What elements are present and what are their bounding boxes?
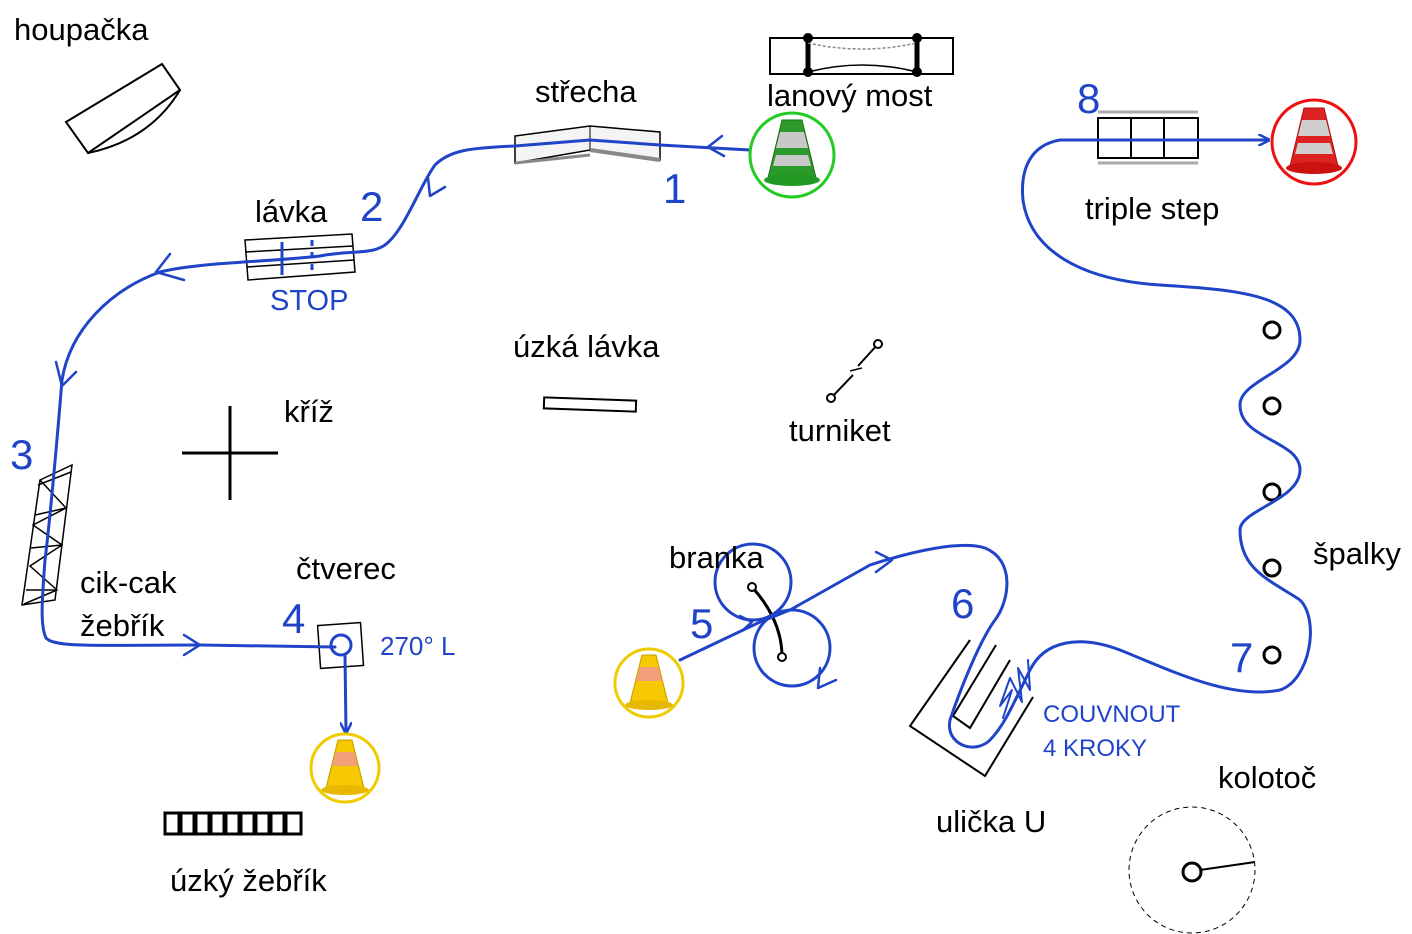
station-number: 8 xyxy=(1077,75,1101,122)
carousel-obstacle xyxy=(1128,806,1256,934)
roof-obstacle xyxy=(514,125,661,165)
turnstile-obstacle xyxy=(826,339,883,403)
ladder-label: žebřík xyxy=(80,608,165,643)
stop-label: STOP xyxy=(270,285,349,317)
roof-label: střecha xyxy=(535,74,637,109)
blocks-obstacle xyxy=(1262,320,1282,665)
narrow-ladder-label: úzký žebřík xyxy=(170,863,327,898)
traffic-cone-yellow-icon xyxy=(309,732,381,804)
gate-obstacle xyxy=(747,582,787,662)
rope-bridge-label: lanový most xyxy=(767,78,933,113)
u-alley-label: ulička U xyxy=(936,804,1047,839)
station-number: 1 xyxy=(663,165,687,212)
station-number: 7 xyxy=(1230,634,1254,681)
narrow-ladder-obstacle xyxy=(163,811,303,836)
seesaw-label: houpačka xyxy=(14,12,149,47)
narrow-plank-label: úzká lávka xyxy=(513,329,660,364)
seesaw-obstacle xyxy=(64,62,182,155)
station-number: 4 xyxy=(282,595,306,642)
station-number: 3 xyxy=(10,431,34,478)
traffic-cone-yellow-icon xyxy=(613,647,685,719)
carousel-label: kolotoč xyxy=(1218,760,1317,795)
turnstile-label: turniket xyxy=(789,413,891,448)
triple-step-obstacle xyxy=(1097,110,1199,165)
gate-label: branka xyxy=(669,540,764,575)
u-alley-obstacle xyxy=(908,639,1034,778)
turn-note: 270° L xyxy=(380,631,456,661)
station-number: 5 xyxy=(690,600,714,647)
blocks-label: špalky xyxy=(1313,536,1401,571)
route-path xyxy=(40,136,1312,749)
zigzag-label: cik-cak xyxy=(80,565,177,600)
reverse-label: COUVNOUT xyxy=(1043,701,1181,728)
traffic-cone-red-icon xyxy=(1270,98,1358,186)
station-number: 6 xyxy=(951,580,975,627)
steps-label: 4 KROKY xyxy=(1043,735,1148,762)
cross-obstacle xyxy=(182,406,278,500)
traffic-cone-green-icon xyxy=(748,111,836,199)
narrow-plank-obstacle xyxy=(542,396,638,413)
station-number: 2 xyxy=(360,183,384,230)
triple-step-label: triple step xyxy=(1085,191,1220,226)
square-label: čtverec xyxy=(296,551,396,586)
footbridge-label: lávka xyxy=(255,194,328,229)
rope-bridge-obstacle xyxy=(769,33,954,77)
cross-label: kříž xyxy=(284,394,334,429)
